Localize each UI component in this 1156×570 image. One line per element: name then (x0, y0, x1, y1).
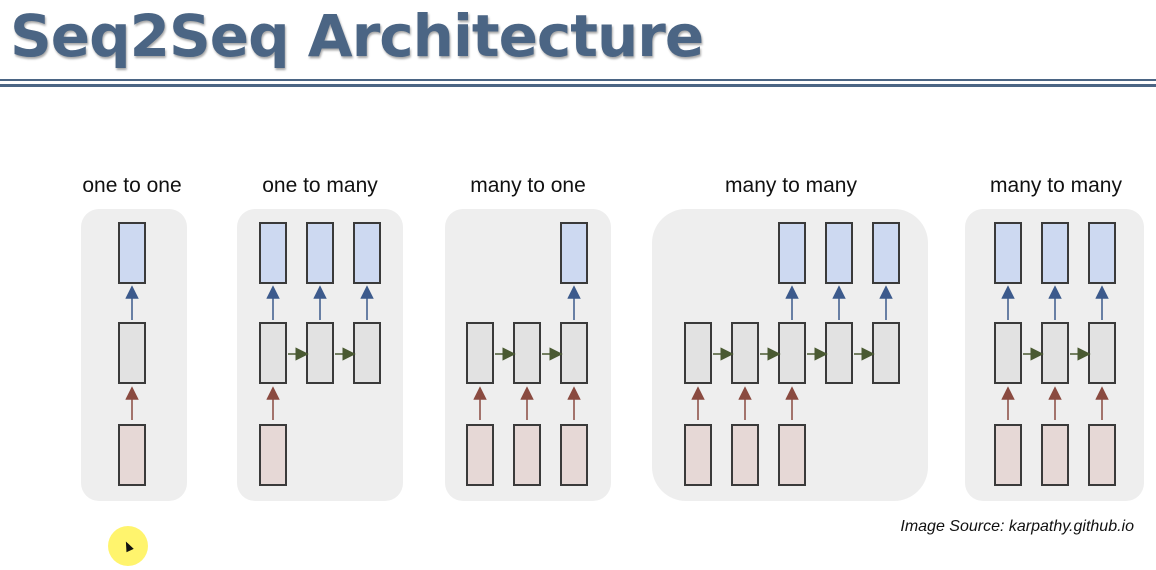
input-box (778, 424, 806, 486)
caption-many-to-one: many to one (470, 174, 586, 197)
slide-title: Seq2Seq Architecture (10, 2, 704, 70)
output-box (778, 222, 806, 284)
input-box (466, 424, 494, 486)
rnn-cell-box (118, 322, 146, 384)
output-box (994, 222, 1022, 284)
image-source-note: Image Source: karpathy.github.io (900, 518, 1134, 535)
input-box (994, 424, 1022, 486)
title-divider (0, 79, 1156, 87)
input-box (560, 424, 588, 486)
output-box (872, 222, 900, 284)
input-box (1041, 424, 1069, 486)
output-box (306, 222, 334, 284)
caption-one-to-one: one to one (82, 174, 182, 197)
input-box (684, 424, 712, 486)
output-box (259, 222, 287, 284)
input-box (118, 424, 146, 486)
rnn-cell-box (466, 322, 494, 384)
caption-many-to-many-synced: many to many (990, 174, 1122, 197)
caption-one-to-many: one to many (262, 174, 378, 197)
output-box (1088, 222, 1116, 284)
input-box (513, 424, 541, 486)
input-box (731, 424, 759, 486)
caption-many-to-many-delayed: many to many (725, 174, 857, 197)
rnn-cell-box (259, 322, 287, 384)
output-box (118, 222, 146, 284)
rnn-cell-box (1088, 322, 1116, 384)
output-box (560, 222, 588, 284)
rnn-cell-box (872, 322, 900, 384)
cursor-highlight (108, 526, 148, 566)
rnn-cell-box (994, 322, 1022, 384)
rnn-cell-box (825, 322, 853, 384)
output-box (825, 222, 853, 284)
rnn-cell-box (560, 322, 588, 384)
output-box (353, 222, 381, 284)
input-box (259, 424, 287, 486)
input-box (1088, 424, 1116, 486)
output-box (1041, 222, 1069, 284)
rnn-cell-box (684, 322, 712, 384)
